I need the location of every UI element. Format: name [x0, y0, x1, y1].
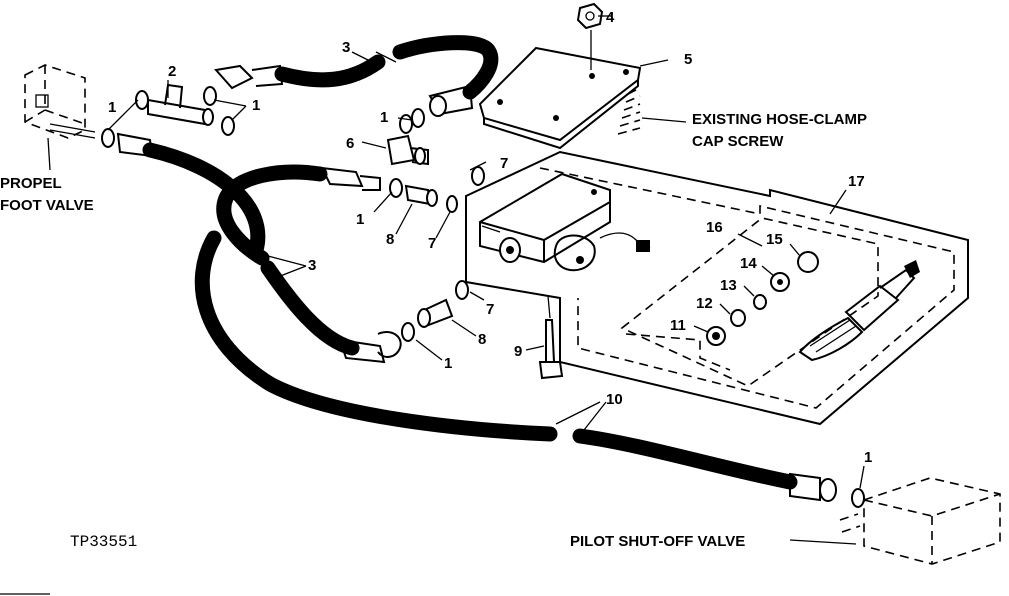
existing-cap-screw [617, 87, 687, 135]
o-ring-1f [399, 114, 413, 134]
o-ring-1g [389, 178, 403, 198]
leader-lines [47, 15, 865, 545]
o-ring-1e [411, 108, 425, 128]
o-ring-1d [101, 128, 115, 148]
o-ring-7b [446, 195, 458, 213]
label-existing-line2: CAP SCREW [692, 133, 784, 150]
kit-boundary-17 [465, 150, 969, 426]
label-propel-line2: FOOT VALVE [0, 197, 94, 214]
callout-9: 9 [514, 343, 522, 360]
o-ring-1c [221, 116, 235, 136]
propel-foot-valve [24, 64, 96, 139]
tee-fitting-2 [147, 83, 214, 126]
pilot-shutoff-valve [839, 477, 1001, 565]
nut-4 [576, 2, 604, 70]
callout-17: 17 [848, 173, 865, 190]
hose-3-upper [214, 35, 499, 117]
label-propel-line1: PROPEL [0, 175, 62, 192]
callout-1-tee: 1 [252, 97, 260, 114]
callout-12: 12 [696, 295, 713, 312]
callout-1-pilot: 1 [864, 449, 872, 466]
o-ring-1i [851, 488, 865, 508]
mounting-plate-5 [478, 46, 642, 150]
callout-11: 11 [670, 317, 686, 334]
callout-6: 6 [346, 135, 354, 152]
label-pilot-valve: PILOT SHUT-OFF VALVE [570, 533, 745, 550]
fitting-8b [417, 298, 454, 328]
callout-14: 14 [740, 255, 757, 272]
callout-1-lower: 1 [444, 355, 452, 372]
valve-manifold [479, 172, 651, 272]
elbow-6 [386, 134, 429, 166]
callout-13: 13 [720, 277, 737, 294]
callout-1-upper: 1 [380, 109, 388, 126]
figure-id: TP33551 [70, 533, 137, 551]
hose-3-middle [216, 164, 402, 364]
callout-7-upper: 7 [500, 155, 508, 172]
callout-16: 16 [706, 219, 723, 236]
callout-4: 4 [606, 9, 615, 26]
callout-1-left: 1 [108, 99, 116, 116]
callout-3-top: 3 [342, 39, 350, 56]
callout-10: 10 [606, 391, 623, 408]
callout-8-lower: 8 [478, 331, 486, 348]
callout-15: 15 [766, 231, 783, 248]
hose-long-lower [116, 132, 266, 258]
fitting-8a [404, 184, 438, 207]
callout-1-mid: 1 [356, 211, 364, 228]
cap-screw-9 [538, 295, 564, 380]
o-ring-1a [135, 90, 149, 110]
callout-5: 5 [684, 51, 692, 68]
cartridge-parts [706, 251, 920, 362]
callout-8-upper: 8 [386, 231, 394, 248]
callout-7-mid: 7 [428, 235, 436, 252]
o-ring-7a [471, 166, 485, 186]
hose-10 [194, 230, 837, 502]
callout-3-mid: 3 [308, 257, 316, 274]
o-ring-1h [401, 322, 415, 342]
o-ring-1b [203, 86, 217, 106]
callout-7-lower: 7 [486, 301, 494, 318]
o-ring-7c [455, 280, 469, 300]
label-existing-line1: EXISTING HOSE-CLAMP [692, 111, 867, 128]
callout-2: 2 [168, 63, 176, 80]
